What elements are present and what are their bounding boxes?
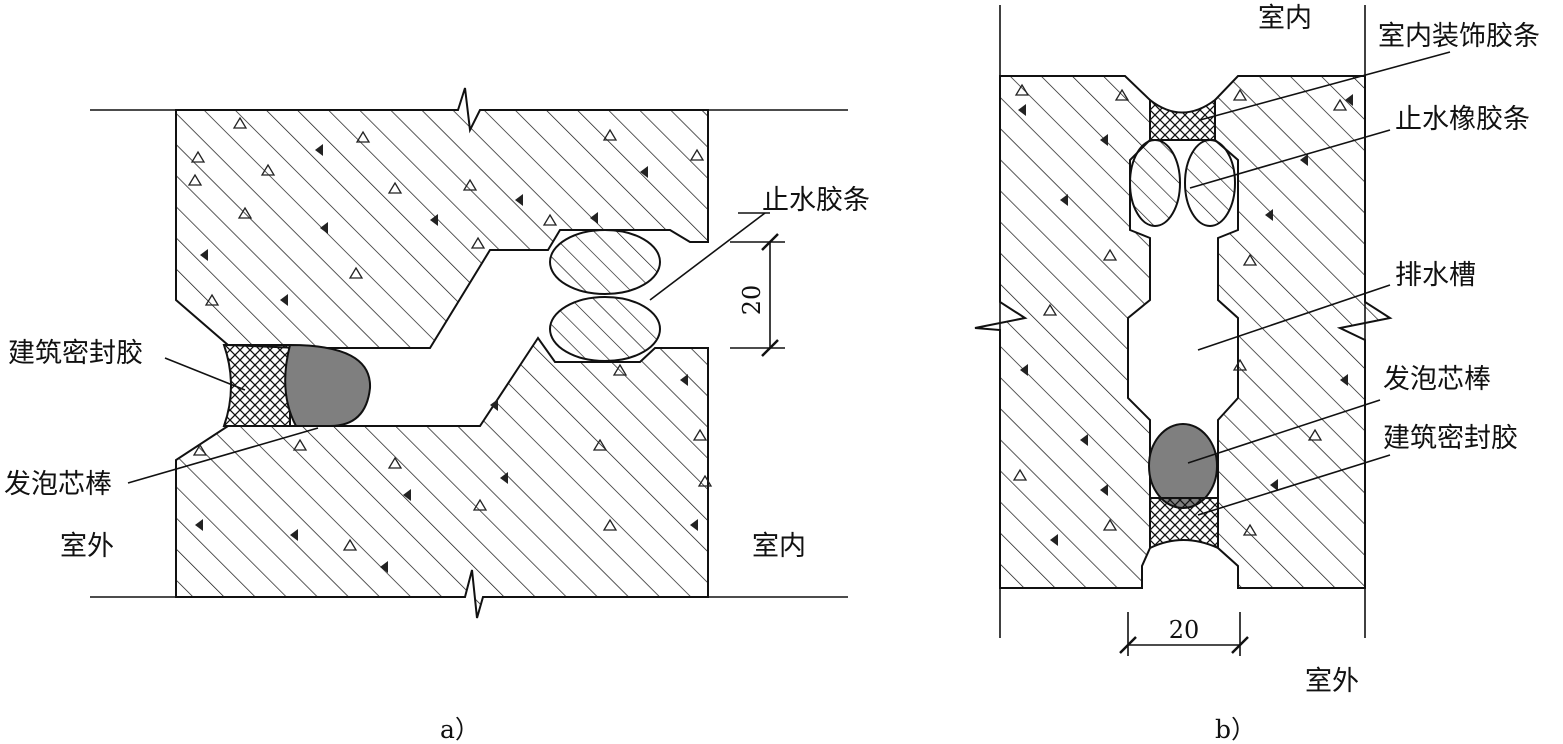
leader-foam-a: [127, 427, 319, 484]
label-foam-rod-b: 发泡芯棒: [1383, 364, 1491, 395]
right-panel-b: [1214, 75, 1393, 589]
sealant-a: [222, 344, 291, 427]
label-indoor-b: 室内: [1258, 3, 1312, 34]
left-panel-b: [974, 75, 1151, 589]
dimension-b: 20: [1119, 612, 1249, 656]
dimension-b-value: 20: [1169, 616, 1200, 644]
figure-b: 20 室内 室内装饰胶条 止水橡胶条 排水槽 发泡芯棒 建筑密封胶 室外 b）: [974, 3, 1540, 744]
rubber-waterstop-left-b: [1129, 139, 1181, 227]
label-foam-rod-a: 发泡芯棒: [4, 469, 112, 500]
waterstop-strip-lower-a: [549, 296, 661, 362]
label-outdoor-a: 室外: [60, 531, 114, 562]
aggregate-marks-a: [187, 116, 713, 573]
leader-drain-b: [1197, 284, 1391, 351]
decor-strip-b: [1149, 97, 1216, 141]
label-sealant-a: 建筑密封胶: [8, 338, 143, 369]
label-sealant-b: 建筑密封胶: [1383, 423, 1518, 454]
label-drain-groove-b: 排水槽: [1395, 260, 1476, 291]
waterstop-strip-upper-a: [549, 229, 661, 295]
leader-sealant-a: [164, 357, 246, 391]
label-rubber-waterstop-b: 止水橡胶条: [1395, 104, 1530, 135]
label-decor-strip-b: 室内装饰胶条: [1378, 21, 1540, 52]
caption-a: a）: [440, 715, 480, 744]
leader-waterstop-a: [649, 212, 766, 301]
leader-foam-b: [1187, 399, 1381, 464]
leader-sealant-b: [1197, 454, 1391, 516]
leader-decor-b: [1199, 51, 1451, 121]
sealant-b: [1149, 497, 1219, 550]
foam-rod-b: [1148, 423, 1218, 509]
label-waterstop-strip-a: 止水胶条: [762, 185, 870, 216]
label-indoor-a: 室内: [752, 531, 806, 562]
dimension-a: 20: [730, 233, 785, 357]
label-outdoor-b: 室外: [1305, 666, 1359, 697]
foam-rod-a: [284, 343, 372, 427]
dimension-a-value: 20: [738, 285, 766, 316]
leader-waterstop-b: [1189, 129, 1391, 189]
caption-b: b）: [1215, 715, 1256, 744]
figure-a: 20 止水胶条 建筑密封胶 发泡芯棒 室外 室内 a）: [4, 87, 870, 744]
aggregate-marks-b: [1012, 83, 1353, 546]
